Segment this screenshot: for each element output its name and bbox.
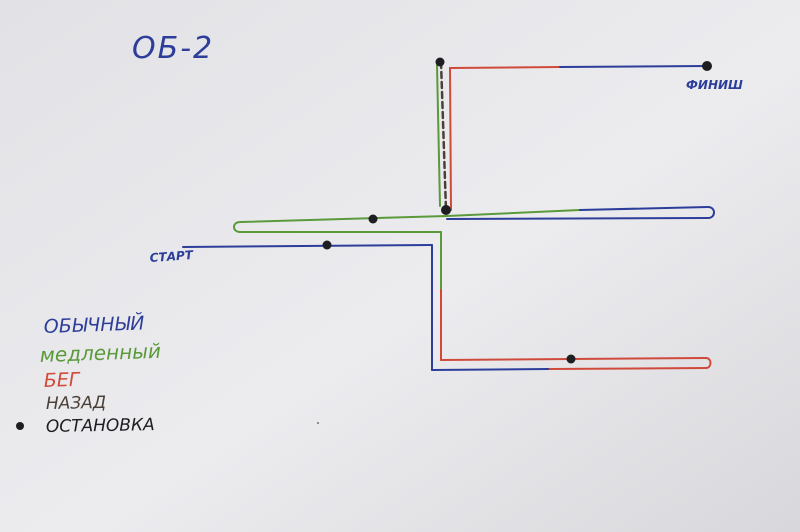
route-top-blue <box>559 65 708 68</box>
paper-speck <box>317 422 319 424</box>
stop-dot-start-line <box>322 240 332 250</box>
legend: ОБЫЧНЫЙ медленный БЕГ НАЗАД ОСТАНОВКА <box>16 311 161 437</box>
route-upper-vertical-back <box>439 60 448 212</box>
route-bottom-loop <box>705 357 712 369</box>
legend-item-slow: медленный <box>39 339 161 367</box>
route-bottom-back-blue <box>431 368 549 371</box>
start-label: СТАРТ <box>149 248 194 265</box>
stop-dot-bottom <box>566 354 576 364</box>
stop-dot-top <box>435 57 445 67</box>
stop-dot-finish <box>702 61 712 71</box>
route-middle-left-loop <box>233 215 448 233</box>
route-upper-vertical-red <box>449 67 452 211</box>
route-middle-right-blue <box>579 206 709 211</box>
legend-stop-dot-icon <box>16 422 24 430</box>
legend-item-run: БЕГ <box>43 369 81 392</box>
legend-item-normal: ОБЫЧНЫЙ <box>43 311 144 337</box>
stop-markers <box>322 57 712 364</box>
diagram-title: ОБ-2 <box>132 31 214 66</box>
route-upper-vertical-green <box>436 64 441 207</box>
route-middle-right-green <box>446 209 581 217</box>
legend-item-back: НАЗАД <box>46 393 107 414</box>
stop-dot-middle <box>368 214 378 224</box>
legend-item-stop: ОСТАНОВКА <box>46 415 155 437</box>
finish-label: ФИНИШ <box>686 78 743 92</box>
route-start-segment <box>182 244 433 248</box>
route-middle-right-loop <box>446 206 715 220</box>
route-top-red <box>449 66 561 69</box>
stop-dot-junction <box>441 205 451 215</box>
route-bottom-back-red <box>547 367 707 370</box>
